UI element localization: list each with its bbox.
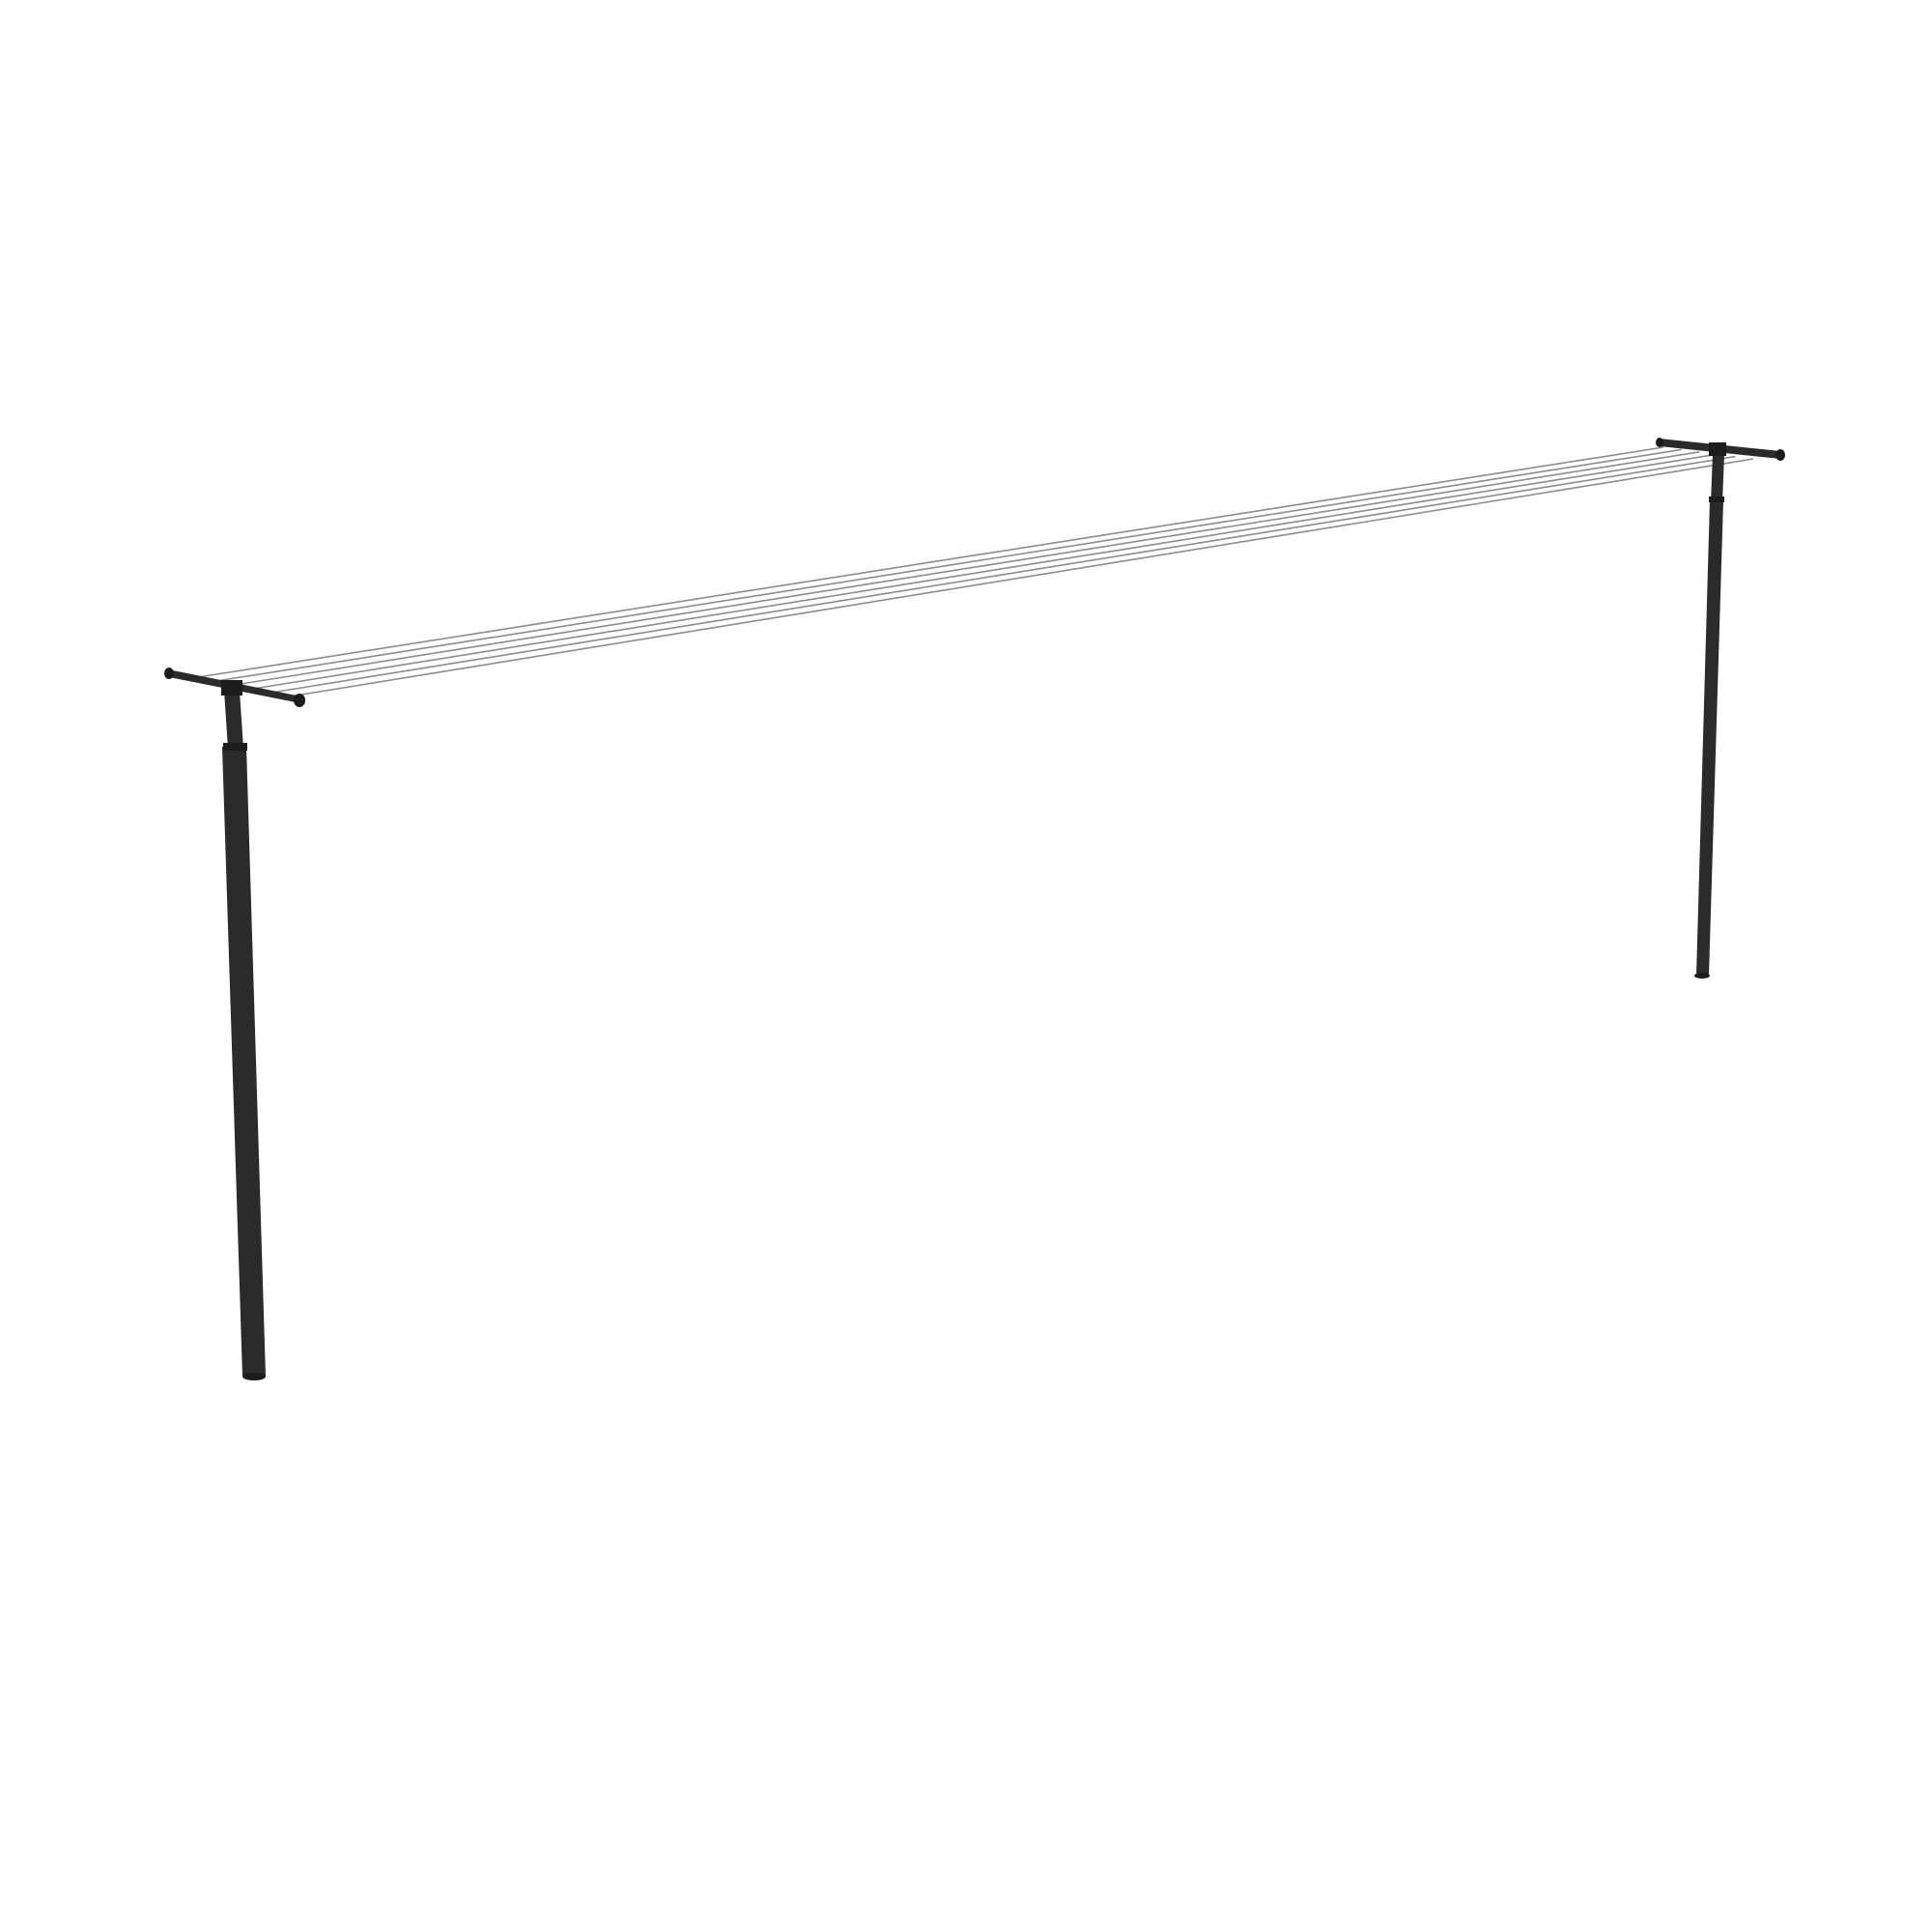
right-post-upper-tube	[1711, 454, 1724, 502]
left-post-foot	[242, 1373, 266, 1380]
left-crossarm-joint	[221, 680, 242, 696]
left-crossarm-cap-front	[294, 694, 305, 707]
right-crossarm-cap-front	[1776, 449, 1785, 461]
right-crossarm-cap-back	[1656, 438, 1663, 447]
right-post-collar	[1709, 497, 1724, 502]
right-crossarm-joint	[1709, 442, 1726, 456]
left-crossarm-cap-back	[164, 668, 174, 679]
left-post-collar	[223, 743, 247, 751]
right-post-foot	[1694, 973, 1710, 979]
